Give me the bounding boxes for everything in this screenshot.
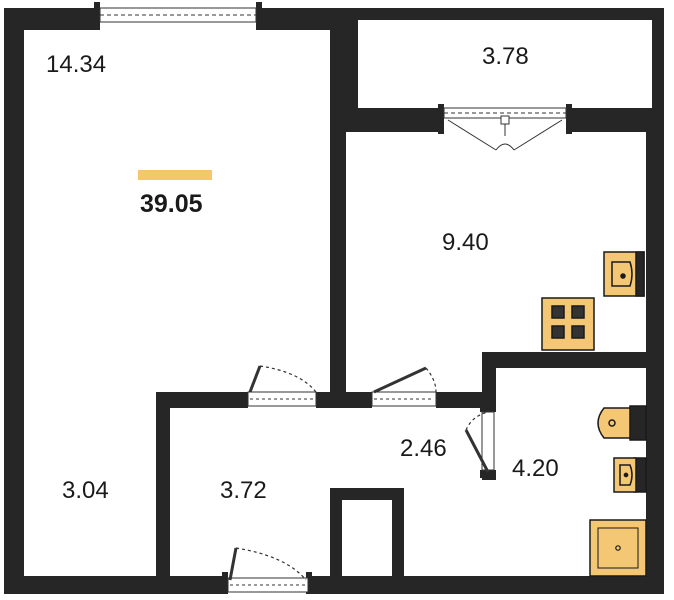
jamb-kitchen-right — [566, 104, 572, 134]
wall-niche-left — [330, 488, 342, 578]
jamb-entry-right — [306, 572, 312, 594]
room-area-bathroom: 4.20 — [512, 455, 559, 482]
jamb-bath-door-bottom — [480, 470, 496, 478]
walls — [4, 2, 664, 594]
jamb-top-left — [94, 2, 100, 30]
wall-right — [646, 108, 664, 594]
windows — [99, 7, 567, 151]
door-kitchen[interactable] — [371, 366, 437, 407]
wall-kitchen-top-left — [330, 108, 440, 132]
shower-tray-icon — [589, 519, 647, 577]
door-bathroom[interactable] — [464, 411, 495, 473]
wall-partition-main — [330, 8, 346, 404]
balcony-door[interactable] — [443, 107, 567, 151]
wall-balcony-right — [652, 8, 664, 108]
jamb-kitchen-left — [438, 104, 444, 134]
wall-balcony-top — [344, 8, 664, 20]
wall-niche-right — [392, 488, 404, 578]
jamb-top-right — [256, 2, 262, 30]
total-area-accent-bar — [138, 170, 212, 180]
wall-left — [4, 8, 24, 594]
kitchen-sink-icon — [603, 251, 645, 297]
fixtures — [541, 251, 647, 577]
room-area-hallway: 3.72 — [220, 477, 267, 504]
room-area-wardrobe: 3.04 — [62, 477, 109, 504]
wall-kitchen-bottom-a — [316, 392, 372, 408]
wall-niche-top — [330, 488, 404, 500]
wall-bath-top — [482, 352, 664, 368]
wall-bottom-left — [4, 576, 226, 594]
doors — [227, 365, 495, 593]
door-main-room[interactable] — [247, 365, 317, 407]
total-area: 39.05 — [140, 190, 203, 218]
wall-hall-left — [156, 392, 170, 594]
wall-top-left — [4, 8, 98, 30]
window-top — [99, 7, 257, 23]
bathroom-sink-icon — [613, 457, 647, 493]
stove-icon — [541, 297, 595, 351]
wall-bottom-right — [310, 576, 664, 594]
room-area-balcony: 3.78 — [482, 43, 529, 70]
toilet-icon — [597, 405, 647, 441]
jamb-entry-left — [222, 572, 228, 594]
room-area-corridor: 2.46 — [400, 435, 447, 462]
room-area-kitchen: 9.40 — [442, 229, 489, 256]
door-entry[interactable] — [227, 547, 309, 593]
wall-hall-top-left — [156, 392, 248, 408]
jamb-bath-door-top — [480, 404, 496, 412]
room-area-main: 14.34 — [46, 51, 106, 78]
wall-balcony-left — [344, 8, 358, 108]
